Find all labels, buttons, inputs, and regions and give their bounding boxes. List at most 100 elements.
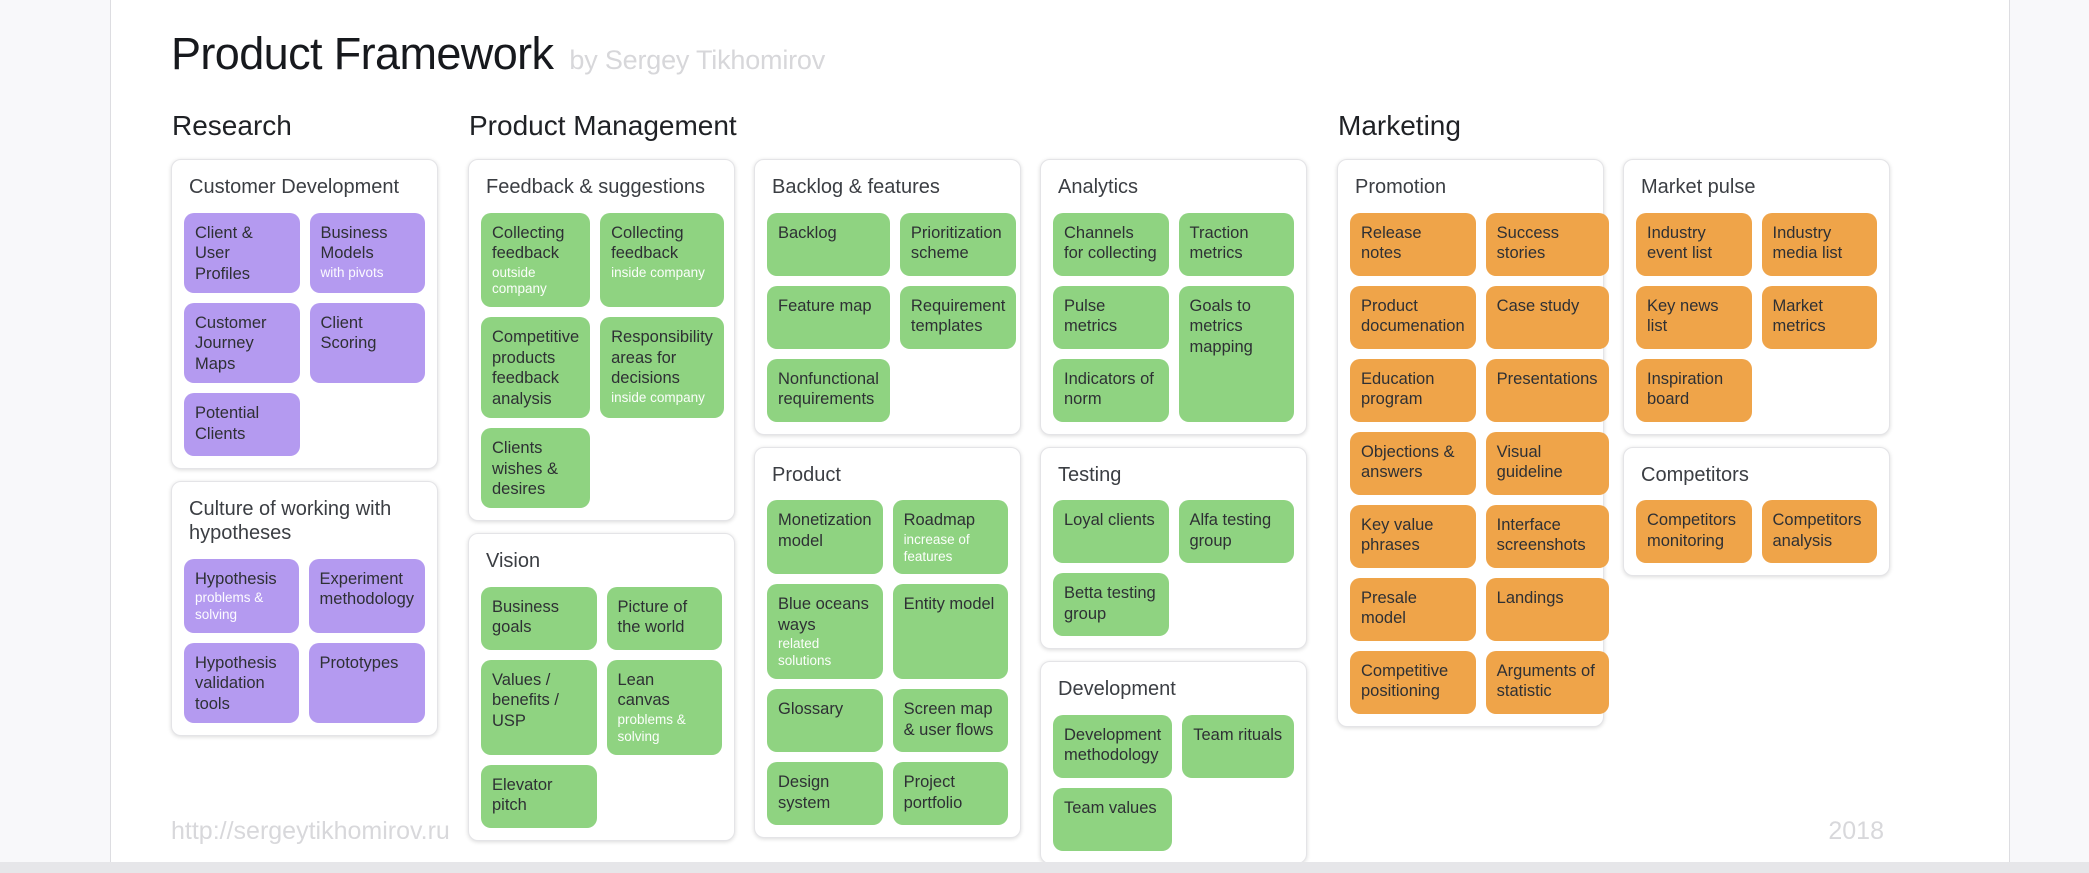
tile-label: Product documenation (1361, 296, 1465, 336)
card-title: Market pulse (1641, 176, 1756, 198)
tile-competitors-analysis: Competitors analysis (1761, 500, 1877, 564)
tile-subtitle: problems & solving (195, 589, 264, 622)
tile-prioritization-scheme: Prioritization scheme (899, 212, 1017, 276)
tile-market-metrics: Market metrics (1761, 285, 1877, 349)
tile-clients-wishes-desires: Clients wishes & desires (481, 428, 591, 509)
tile-label: Loyal clients (1064, 511, 1155, 530)
tile-label: Development methodology (1064, 725, 1162, 765)
footer-year: 2018 (1828, 817, 1884, 845)
card-title: Vision (486, 550, 541, 573)
tile-label: Traction metrics (1189, 223, 1249, 263)
tile-label: Team values (1064, 798, 1157, 817)
tile-label: Pulse metrics (1064, 296, 1118, 336)
tile-label: Customer Journey Maps (195, 313, 267, 373)
tile-elevator-pitch: Elevator pitch (481, 764, 597, 828)
tile-customer-journey-maps: Customer Journey Maps (184, 302, 300, 384)
card-title: Analytics (1058, 176, 1139, 198)
tile-label: Roadmap (903, 511, 976, 530)
tile-label: Interface screenshots (1496, 515, 1586, 555)
tile-label: Client Scoring (320, 313, 377, 353)
tile-label: Channels for collecting (1064, 223, 1157, 263)
tile-label: Presale model (1361, 588, 1417, 628)
tile-case-study: Case study (1485, 285, 1609, 349)
tile-design-system: Design system (767, 762, 883, 826)
tile-label: Business Models (320, 223, 388, 263)
tile-nonfunctional-requirements: Nonfunctional requirements (767, 358, 890, 422)
tile-feature-map: Feature map (767, 285, 890, 349)
tile-label: Presentations (1496, 369, 1598, 388)
tile-competitive-positioning: Competitive positioning (1350, 650, 1476, 714)
tile-label: Values / benefits / USP (492, 671, 559, 730)
page-header: Product Framework by Sergey Tikhomirov (171, 28, 2009, 80)
tile-label: Responsibility areas for decisions (611, 328, 713, 388)
section-title: Product Management (469, 110, 737, 141)
tile-label: Elevator pitch (492, 775, 553, 815)
tile-project-portfolio: Project portfolio (892, 762, 1008, 826)
tile-label: Potential Clients (195, 404, 260, 443)
tile-interface-screenshots: Interface screenshots (1485, 504, 1609, 568)
tile-goals-to-metrics-mapping: Goals to metrics mapping (1178, 285, 1294, 422)
tile-label: Industry media list (1772, 223, 1843, 263)
tile-label: Project portfolio (903, 773, 963, 812)
tile-label: Competitive positioning (1361, 661, 1449, 701)
tile-hypothesis-validation-tools: Hypothesis validation tools (184, 642, 299, 724)
tile-competitive-products-feedback-analysis: Competitive products feedback analysis (481, 317, 591, 419)
tile-client-user-profiles: Client & User Profiles (184, 212, 300, 293)
tile-label: Team rituals (1193, 725, 1283, 744)
tile-subtitle: outside company (492, 264, 547, 297)
tile-label: Arguments of statistic (1496, 661, 1595, 701)
tile-label: Picture of the world (617, 598, 688, 637)
tile-label: Business goals (492, 598, 559, 637)
page-title: Product Framework (171, 28, 554, 79)
tile-business-goals: Business goals (481, 587, 597, 651)
section-title: Research (172, 110, 292, 141)
card-title: Customer Development (189, 176, 400, 198)
tile-arguments-of-statistic: Arguments of statistic (1485, 650, 1609, 714)
tile-backlog: Backlog (767, 212, 890, 276)
tile-label: Monetization model (778, 511, 872, 550)
card-title: Promotion (1355, 176, 1447, 198)
tile-team-values: Team values (1053, 787, 1173, 851)
tile-subtitle: inside company (611, 264, 705, 280)
tile-loyal-clients: Loyal clients (1053, 500, 1169, 564)
card-title: Backlog & features (772, 176, 940, 198)
tile-label: Visual guideline (1496, 442, 1563, 482)
tile-label: Hypothesis validation tools (195, 653, 277, 713)
tile-label: Alfa testing group (1189, 511, 1272, 550)
tile-label: Betta testing group (1064, 584, 1156, 623)
tile-subtitle: problems & solving (617, 711, 686, 744)
tile-label: Nonfunctional requirements (778, 369, 879, 409)
tile-label: Collecting feedback (611, 223, 684, 263)
tile-label: Inspiration board (1647, 369, 1724, 409)
tile-visual-guideline: Visual guideline (1485, 431, 1609, 495)
card-title: Development (1058, 678, 1176, 701)
bottom-strip (0, 862, 2089, 873)
tile-label: Goals to metrics mapping (1189, 296, 1253, 356)
tile-label: Key value phrases (1361, 515, 1434, 555)
tile-label: Feature map (778, 296, 872, 315)
page-footer: http://sergeytikhomirov.ru 2018 (171, 817, 1884, 846)
